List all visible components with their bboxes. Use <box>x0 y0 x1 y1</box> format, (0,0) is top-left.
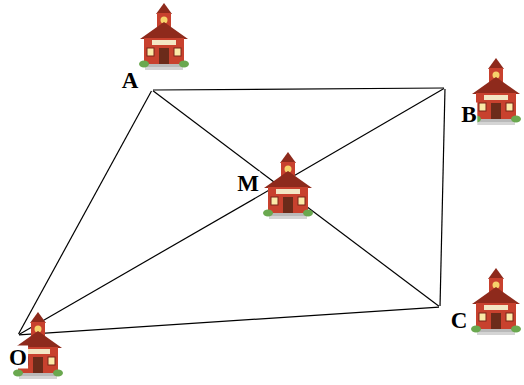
point-label: A <box>121 69 140 92</box>
connecting-line <box>19 91 152 334</box>
school-icon <box>471 58 521 125</box>
point-label: O <box>8 346 28 369</box>
connecting-line <box>19 307 439 335</box>
school-icon <box>139 3 189 70</box>
vertex-node: B <box>444 87 446 89</box>
vertex-node: M <box>277 184 279 186</box>
school-icon <box>471 268 521 335</box>
point-label: C <box>450 309 469 332</box>
connecting-line <box>440 89 445 306</box>
vertex-node: C <box>439 306 441 308</box>
point-label: B <box>460 103 477 126</box>
connecting-line <box>279 89 444 185</box>
connecting-line <box>19 186 277 335</box>
school-icon <box>263 152 313 219</box>
point-label: M <box>236 172 260 195</box>
vertex-node: O <box>17 334 19 336</box>
connecting-line <box>153 88 444 90</box>
connecting-line <box>153 91 277 184</box>
vertex-node: A <box>151 89 153 91</box>
